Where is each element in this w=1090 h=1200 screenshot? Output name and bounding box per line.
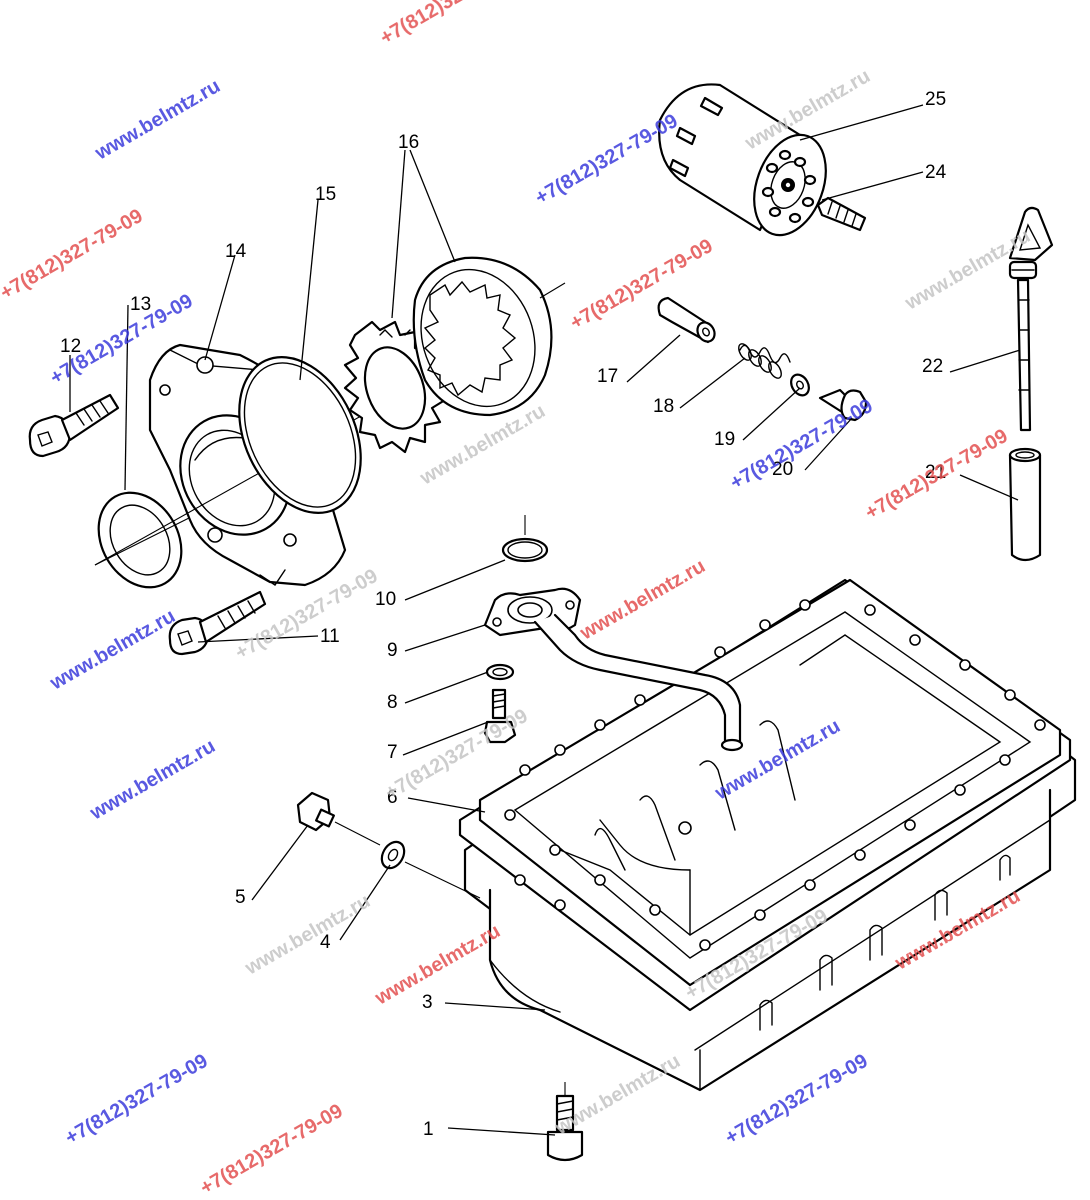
watermark-phone: +7(812)327-79-09: [862, 425, 1012, 524]
callout-3: 3: [422, 992, 433, 1013]
watermark-site: www.belmtz.ru: [371, 920, 504, 1010]
callout-18: 18: [653, 396, 674, 417]
callout-1: 1: [423, 1119, 434, 1140]
watermark-site: www.belmtz.ru: [576, 555, 709, 645]
callout-6: 6: [387, 787, 398, 808]
filter-stud: [816, 196, 867, 232]
watermark-phone: +7(812)327-79-09: [727, 395, 877, 494]
callout-15: 15: [315, 184, 336, 205]
callout-12: 12: [60, 336, 81, 357]
watermark-phone: +7(812)327-79-09: [197, 1100, 347, 1199]
watermark-phone: +7(812)327-79-09: [0, 205, 147, 304]
callout-19: 19: [714, 429, 735, 450]
dipstick: [1008, 206, 1054, 432]
fill-plug: [296, 791, 381, 846]
callout-5: 5: [235, 887, 246, 908]
callout-4: 4: [320, 932, 331, 953]
callout-22: 22: [922, 356, 943, 377]
cap-screw: [28, 393, 120, 458]
valve-washer: [790, 373, 810, 397]
callout-21: 21: [925, 462, 946, 483]
watermark-site: www.belmtz.ru: [86, 735, 219, 825]
outer-rotor: [412, 256, 566, 417]
valve-plug: [818, 388, 868, 422]
callout-8: 8: [387, 692, 398, 713]
oil-filter: [658, 83, 827, 237]
watermark-site: www.belmtz.ru: [241, 890, 374, 980]
callout-17: 17: [597, 366, 618, 387]
leader-lines: [69, 104, 1021, 1136]
drain-plug: [546, 1082, 584, 1162]
callout-14: 14: [225, 241, 247, 262]
oil-intake-pipe: [483, 587, 744, 752]
watermark-phone: +7(812)327-79-09: [722, 1050, 872, 1149]
watermark-site: www.belmtz.ru: [46, 605, 179, 695]
callout-10: 10: [375, 589, 396, 610]
callout-11: 11: [320, 626, 340, 647]
watermark-site: www.belmtz.ru: [91, 75, 224, 165]
watermark-phone: +7(812)327-79-09: [62, 1050, 212, 1149]
relief-valve-spring: [738, 343, 791, 379]
callout-24: 24: [925, 162, 947, 183]
relief-valve-plunger: [657, 296, 716, 344]
plug-washer: [380, 840, 481, 899]
callout-25: 25: [925, 89, 946, 110]
callout-labels: 1 3 4 5 6 7 8 9 10 11 12 13 14 15 16 17 …: [60, 89, 947, 1140]
callout-16: 16: [398, 132, 419, 153]
watermark-phone: +7(812)327-79-09: [377, 0, 527, 49]
washer-small: [485, 663, 515, 681]
cap-screw-long: [168, 590, 267, 656]
callout-7: 7: [387, 742, 398, 763]
watermark-phone: +7(812)327-79-09: [532, 110, 682, 209]
callout-13: 13: [130, 294, 151, 315]
pan-flange: [478, 578, 1062, 987]
callout-20: 20: [772, 459, 793, 480]
callout-9: 9: [387, 640, 398, 661]
flange-bolt: [483, 688, 517, 744]
dipstick-tube: [1008, 447, 1042, 562]
pump-gasket: [238, 356, 362, 514]
o-ring: [501, 515, 549, 563]
